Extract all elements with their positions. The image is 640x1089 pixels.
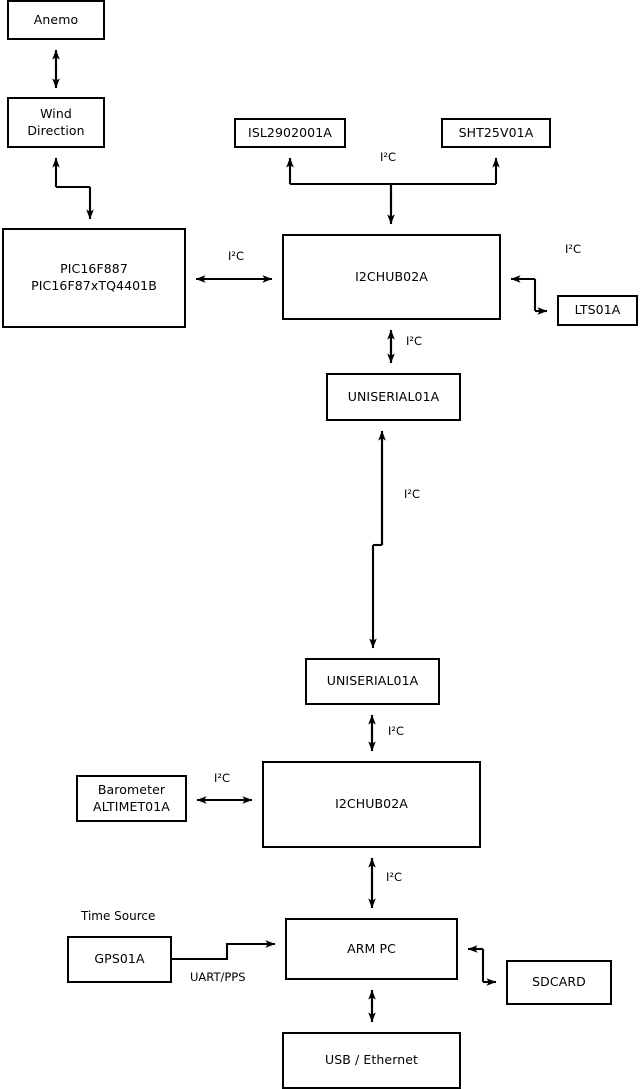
node-anemo-label: Anemo (33, 11, 79, 27)
node-sht25v01a[interactable]: SHT25V01A (441, 118, 551, 148)
node-i2chub02a-top-label: I2CHUB02A (355, 268, 428, 284)
connector-uniserial-link (369, 430, 386, 649)
node-anemo[interactable]: Anemo (7, 0, 105, 40)
node-lts01a[interactable]: LTS01A (557, 295, 638, 326)
node-isl2902001a[interactable]: ISL2902001A (234, 118, 346, 148)
node-uniserial01a-upper-label: UNISERIAL01A (347, 388, 440, 404)
node-wind-direction-label: Wind Direction (27, 105, 85, 138)
node-wind-direction[interactable]: Wind Direction (7, 97, 105, 148)
connector-armpc-sdcard (467, 945, 497, 986)
label-time-source: Time Source (81, 909, 156, 923)
node-barometer-altimet01a-label: Barometer ALTIMET01A (93, 781, 170, 814)
edge-label-i2c-uni-hub2: I²C (388, 724, 405, 738)
edge-label-uart-pps: UART/PPS (190, 970, 246, 984)
edge-label-i2c-pic-hub: I²C (228, 249, 245, 263)
node-sht25v01a-label: SHT25V01A (458, 124, 534, 140)
node-uniserial01a-lower[interactable]: UNISERIAL01A (305, 658, 440, 705)
connector-wind-pic (52, 157, 94, 220)
node-pic-mcu[interactable]: PIC16F887 PIC16F87xTQ4401B (2, 228, 186, 328)
edge-label-i2c-hub-uni: I²C (406, 334, 423, 348)
node-arm-pc[interactable]: ARM PC (285, 918, 458, 980)
node-i2chub02a-bottom[interactable]: I2CHUB02A (262, 761, 481, 848)
node-gps01a[interactable]: GPS01A (67, 936, 172, 983)
edge-label-i2c-uni-uni: I²C (404, 487, 421, 501)
node-sdcard-label: SDCARD (532, 974, 586, 990)
node-sdcard[interactable]: SDCARD (506, 960, 612, 1005)
node-gps01a-label: GPS01A (94, 951, 145, 967)
node-arm-pc-label: ARM PC (347, 940, 396, 956)
edge-label-i2c-lts: I²C (565, 242, 582, 256)
edge-label-i2c-barometer: I²C (214, 771, 231, 785)
node-lts01a-label: LTS01A (574, 302, 621, 318)
node-barometer-altimet01a[interactable]: Barometer ALTIMET01A (76, 775, 187, 822)
node-pic-mcu-label: PIC16F887 PIC16F87xTQ4401B (31, 261, 157, 293)
connector-gps-armpc (172, 940, 276, 961)
node-usb-ethernet[interactable]: USB / Ethernet (282, 1032, 461, 1089)
node-isl2902001a-label: ISL2902001A (248, 124, 332, 140)
connector-hub-sensors (286, 157, 500, 225)
node-uniserial01a-upper[interactable]: UNISERIAL01A (326, 373, 461, 421)
edge-label-i2c-sensors: I²C (380, 150, 397, 164)
edge-label-i2c-hub2-arm: I²C (386, 870, 403, 884)
node-i2chub02a-top[interactable]: I2CHUB02A (282, 234, 501, 320)
node-i2chub02a-bottom-label: I2CHUB02A (335, 796, 408, 812)
node-usb-ethernet-label: USB / Ethernet (324, 1052, 419, 1068)
node-uniserial01a-lower-label: UNISERIAL01A (326, 673, 419, 689)
connector-hub-lts (510, 275, 548, 315)
